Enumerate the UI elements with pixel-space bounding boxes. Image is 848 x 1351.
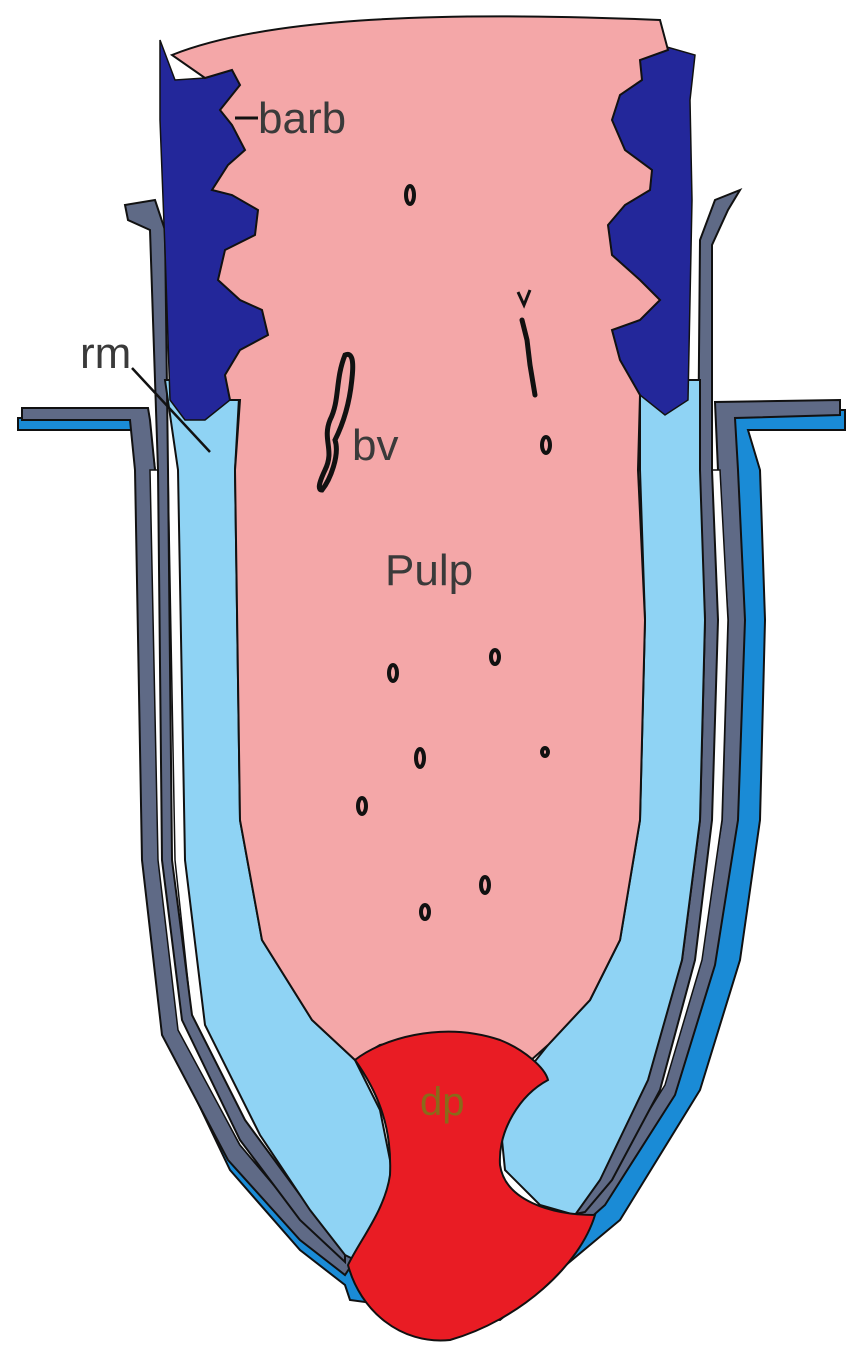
dermal-papilla-label: dp [420,1080,465,1124]
pulp-cell [491,650,499,664]
pulp-label: Pulp [385,546,473,595]
barb-label: barb [258,94,346,143]
barb-ridges-right [608,45,695,415]
pulp-cell [358,798,366,814]
pulp-cell [481,877,489,893]
pulp-cell [542,748,548,756]
pulp-cell [406,186,414,204]
pulp-cell [389,665,397,681]
bv-label: bv [352,421,398,470]
pulp-cell [416,749,424,767]
rm-label: rm [80,329,131,378]
pulp-cell [542,437,550,453]
pulp-cell [421,905,429,919]
